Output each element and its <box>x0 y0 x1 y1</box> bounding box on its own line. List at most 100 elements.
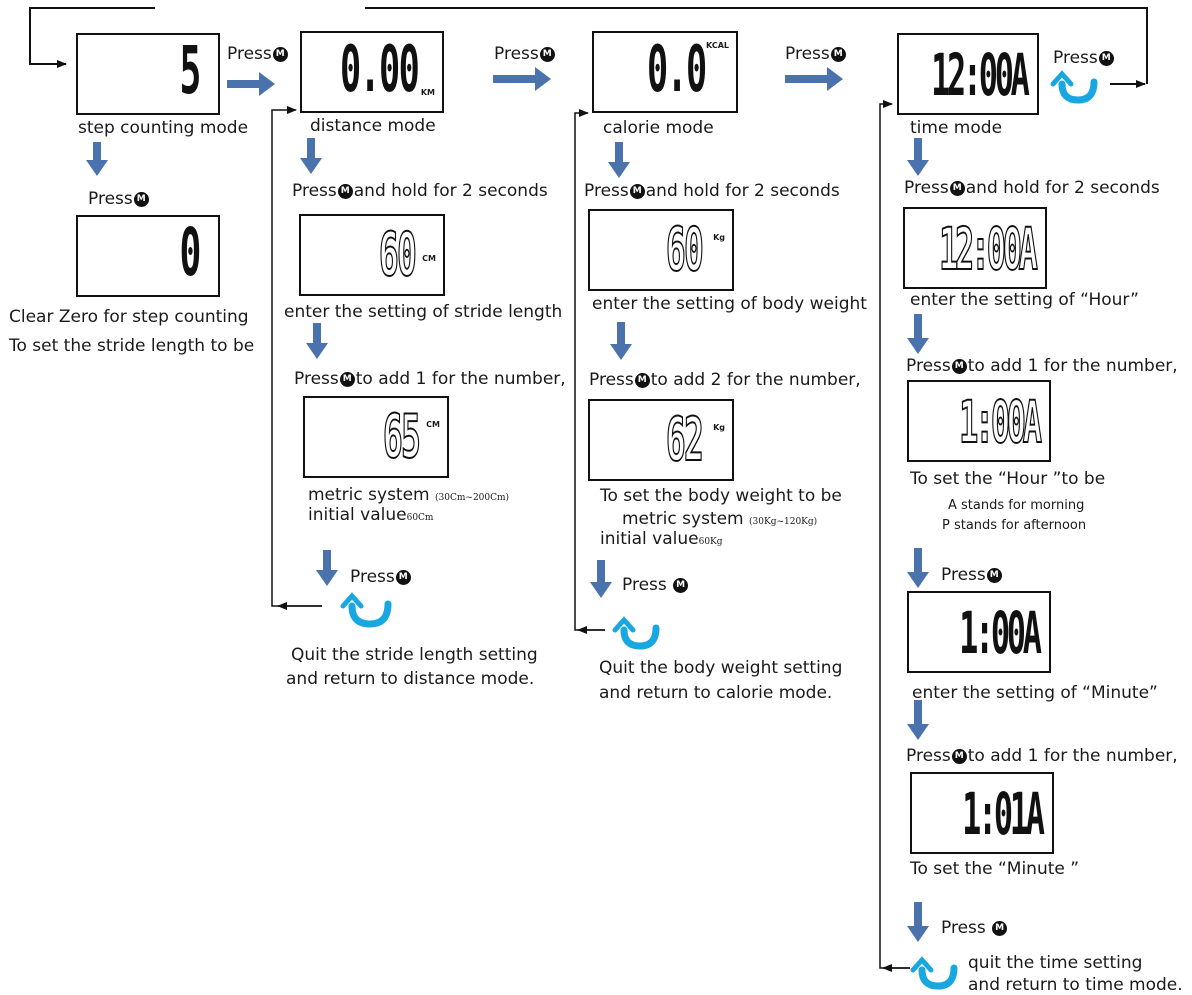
lcd-digits: 0 <box>179 214 202 291</box>
add-label: to add 1 for the number, <box>967 746 1178 766</box>
u-turn-arrow-icon <box>910 956 958 990</box>
lcd-stride-display-2: 65 CM <box>303 396 449 478</box>
press-label: Press <box>941 918 986 938</box>
lcd-digits: 12:00A <box>931 41 1031 109</box>
lcd-digits: 60 <box>665 214 704 286</box>
label-stride-to-be: To set the stride length to be <box>9 336 255 356</box>
press-label: Press <box>88 189 133 209</box>
lcd-digits: 65 <box>382 401 421 473</box>
lcd-digits: 60 <box>378 219 417 291</box>
lcd-unit: CM <box>422 254 436 263</box>
add-label: to add 2 for the number, <box>650 370 861 390</box>
lcd-distance-display: 0.00 KM <box>300 31 444 113</box>
mode-button-icon: M <box>634 372 650 388</box>
press-label: Press <box>589 370 634 390</box>
label-quit-time-1: quit the time setting <box>968 953 1143 973</box>
mode-button-icon: M <box>830 46 846 62</box>
press-label: Press <box>785 44 830 64</box>
lcd-digits: 12:00A <box>939 214 1039 284</box>
lcd-time-display: 12:00A <box>897 33 1039 115</box>
label-clear-zero: Clear Zero for step counting <box>9 307 249 327</box>
metric-range: (30Kg~120Kg) <box>749 517 818 527</box>
mode-button-icon: M <box>539 46 555 62</box>
lcd-digits: 1:00A <box>959 599 1042 667</box>
press-label: Press <box>227 44 272 64</box>
lcd-digits: 5 <box>179 32 202 109</box>
lcd-unit: CM <box>426 420 440 429</box>
u-turn-arrow-icon <box>612 616 660 650</box>
down-arrow-icon <box>86 142 108 176</box>
metric-label: metric system <box>622 509 744 529</box>
lcd-unit: Kg <box>713 423 725 432</box>
label-time-mode: time mode <box>910 118 1003 138</box>
label-quit-stride-1: Quit the stride length setting <box>291 645 538 665</box>
initial-label: initial value <box>308 505 407 525</box>
lcd-hour-display: 12:00A <box>903 207 1047 289</box>
right-arrow-icon <box>493 67 551 91</box>
lcd-unit: KM <box>420 88 435 97</box>
mode-button-icon: M <box>133 191 149 207</box>
metric-label: metric system <box>308 485 430 505</box>
press-instruction: Press M <box>622 575 689 595</box>
press-label: Press <box>350 567 395 587</box>
lcd-digits: 1:01A <box>962 780 1045 848</box>
lcd-unit: KCAL <box>706 41 729 50</box>
initial-value: 60Kg <box>698 537 723 547</box>
initial-label: initial value <box>600 529 699 549</box>
mode-button-icon: M <box>337 183 353 199</box>
lcd-digits: 0.0 <box>647 33 707 107</box>
press-label: Press <box>494 44 539 64</box>
u-turn-arrow-icon <box>1050 70 1098 104</box>
lcd-calorie-display: 0.0 KCAL <box>592 31 738 113</box>
lcd-minute-display: 1:00A <box>907 591 1051 673</box>
mode-button-icon: M <box>986 567 1002 583</box>
press-label: Press <box>906 746 951 766</box>
press-label: Press <box>906 356 951 376</box>
down-arrow-icon <box>907 902 929 942</box>
press-label: Press <box>904 178 949 198</box>
down-arrow-icon <box>608 142 630 178</box>
press-label: Press <box>1053 48 1098 68</box>
down-arrow-icon <box>907 700 929 740</box>
label-hour-to-be: To set the “Hour ”to be <box>910 469 1106 489</box>
lcd-step-zero-display: 0 <box>76 214 220 297</box>
label-hour-setting: enter the setting of “Hour” <box>910 290 1139 310</box>
mode-button-icon: M <box>673 577 689 593</box>
press-label: Press <box>292 181 337 201</box>
mode-button-icon: M <box>395 569 411 585</box>
lcd-digits: 0.00 <box>339 33 420 107</box>
label-weight-to-be: To set the body weight to be <box>600 486 842 506</box>
press-label: Press <box>941 565 986 585</box>
lcd-weight-display: 60 Kg <box>588 209 734 291</box>
metric-range: (30Cm~200Cm) <box>435 493 510 503</box>
label-quit-time-2: and return to time mode. <box>968 975 1183 995</box>
label-calorie-mode: calorie mode <box>603 118 714 138</box>
mode-button-icon: M <box>629 183 645 199</box>
initial-value-line: initial value60Cm <box>308 505 433 528</box>
metric-system-line: metric system (30Cm~200Cm) <box>308 485 509 508</box>
down-arrow-icon <box>907 314 929 354</box>
mode-button-icon: M <box>339 371 355 387</box>
add-label: to add 1 for the number, <box>967 356 1178 376</box>
lcd-step-display: 5 <box>76 32 220 115</box>
mode-button-icon: M <box>951 748 967 764</box>
hold-label: and hold for 2 seconds <box>353 181 548 201</box>
mode-button-icon: M <box>949 180 965 196</box>
label-quit-weight-2: and return to calorie mode. <box>599 683 833 703</box>
down-arrow-icon <box>907 138 929 176</box>
down-arrow-icon <box>907 548 929 588</box>
initial-value-line: initial value60Kg <box>600 529 723 552</box>
label-quit-weight-1: Quit the body weight setting <box>599 658 843 678</box>
